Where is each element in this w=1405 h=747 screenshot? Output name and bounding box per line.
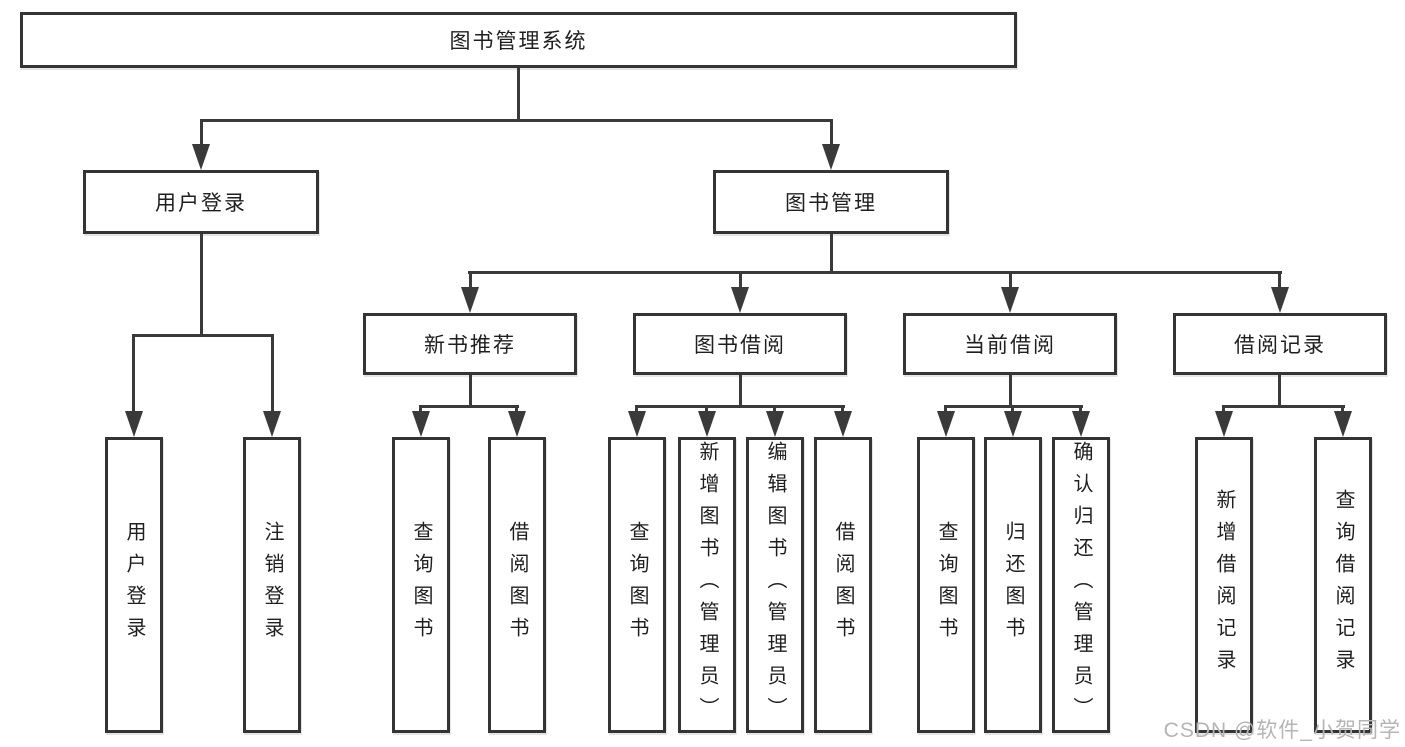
connector-user-login-horizontal — [132, 334, 274, 337]
arrow-down-icon — [822, 144, 840, 170]
arrow-down-icon — [192, 144, 210, 170]
arrow-down-icon — [698, 411, 716, 437]
node-label: 当前借阅 — [964, 334, 1056, 357]
arrow-down-icon — [1004, 411, 1022, 437]
arrow-down-icon — [731, 287, 749, 313]
node-current-borrowing: 当前借阅 — [903, 313, 1117, 375]
connector-stem-current-borrowing — [1009, 271, 1012, 290]
connector-root-drop — [517, 68, 520, 120]
connector-stem — [1079, 405, 1082, 414]
connector-stem — [841, 405, 844, 414]
connector-stem — [1222, 405, 1225, 414]
arrow-down-icon — [766, 411, 784, 437]
leaf-borrow-books-borrowing: 借阅图书 — [814, 437, 872, 733]
leaf-label: 新增借阅记录 — [1213, 489, 1235, 681]
leaf-query-books-recommend: 查询图书 — [392, 437, 450, 733]
arrow-down-icon — [937, 411, 955, 437]
connector-stem-book-borrowing — [739, 271, 742, 290]
leaf-add-borrow-record: 新增借阅记录 — [1195, 437, 1253, 733]
leaf-label: 确认归还（管理员） — [1070, 441, 1092, 729]
connector-stem — [1341, 405, 1344, 414]
arrow-down-icon — [1072, 411, 1090, 437]
node-label: 借阅记录 — [1234, 334, 1326, 357]
leaf-label: 查询借阅记录 — [1332, 489, 1354, 681]
node-label: 用户登录 — [155, 192, 247, 215]
node-book-borrowing: 图书借阅 — [633, 313, 847, 375]
connector-stem — [773, 405, 776, 414]
leaf-label: 借阅图书 — [506, 521, 528, 649]
leaf-user-login: 用户登录 — [105, 437, 163, 733]
leaf-label: 查询图书 — [410, 521, 432, 649]
connector-stem-leaf-user-login — [132, 334, 135, 414]
arrow-down-icon — [508, 411, 526, 437]
connector-stem-user-login — [200, 119, 203, 147]
leaf-label: 查询图书 — [626, 521, 648, 649]
connector-new-book-drop — [469, 375, 472, 407]
connector-current-borrowing-drop — [1009, 375, 1012, 407]
connector-stem — [635, 405, 638, 414]
leaf-label: 新增图书（管理员） — [696, 441, 718, 729]
node-new-book-recommendation: 新书推荐 — [363, 313, 577, 375]
connector-level3-horizontal — [468, 271, 1282, 274]
arrow-down-icon — [834, 411, 852, 437]
node-label: 新书推荐 — [424, 334, 516, 357]
arrow-down-icon — [628, 411, 646, 437]
node-label: 图书借阅 — [694, 334, 786, 357]
connector-book-borrowing-horizontal — [635, 405, 845, 408]
leaf-query-borrow-record: 查询借阅记录 — [1314, 437, 1372, 733]
connector-stem-leaf-logout — [271, 334, 274, 414]
leaf-label: 借阅图书 — [832, 521, 854, 649]
arrow-down-icon — [125, 411, 143, 437]
arrow-down-icon — [1215, 411, 1233, 437]
node-label: 图书管理 — [785, 192, 877, 215]
connector-stem-borrowing-records — [1278, 271, 1281, 290]
connector-stem — [944, 405, 947, 414]
csdn-watermark: CSDN @软件_小贺同学 — [1163, 719, 1401, 742]
connector-new-book-horizontal — [419, 405, 519, 408]
leaf-confirm-return-admin: 确认归还（管理员） — [1052, 437, 1110, 733]
connector-stem — [515, 405, 518, 414]
leaf-label: 注销登录 — [261, 521, 283, 649]
connector-stem-book-management — [830, 119, 833, 147]
leaf-label: 用户登录 — [123, 521, 145, 649]
node-book-management: 图书管理 — [713, 170, 949, 234]
arrow-down-icon — [263, 411, 281, 437]
connector-user-login-drop — [200, 234, 203, 335]
leaf-add-book-admin: 新增图书（管理员） — [678, 437, 736, 733]
connector-book-management-drop — [830, 234, 833, 274]
leaf-label: 查询图书 — [935, 521, 957, 649]
leaf-query-books-borrowing: 查询图书 — [608, 437, 666, 733]
connector-stem — [419, 405, 422, 414]
arrow-down-icon — [1334, 411, 1352, 437]
arrow-down-icon — [412, 411, 430, 437]
node-label: 图书管理系统 — [449, 30, 588, 53]
arrow-down-icon — [1271, 287, 1289, 313]
node-user-login: 用户登录 — [83, 170, 319, 234]
leaf-label: 编辑图书（管理员） — [764, 441, 786, 729]
connector-book-borrowing-drop — [739, 375, 742, 407]
leaf-logout: 注销登录 — [243, 437, 301, 733]
connector-stem-new-book — [469, 271, 472, 290]
leaf-edit-book-admin: 编辑图书（管理员） — [746, 437, 804, 733]
leaf-return-books: 归还图书 — [984, 437, 1042, 733]
leaf-query-books-current: 查询图书 — [917, 437, 975, 733]
connector-borrowing-records-horizontal — [1222, 405, 1345, 408]
arrow-down-icon — [1001, 287, 1019, 313]
leaf-borrow-books-recommend: 借阅图书 — [488, 437, 546, 733]
node-library-management-system: 图书管理系统 — [20, 12, 1017, 68]
arrow-down-icon — [461, 287, 479, 313]
connector-stem — [705, 405, 708, 414]
connector-borrowing-records-drop — [1278, 375, 1281, 407]
node-borrowing-records: 借阅记录 — [1173, 313, 1387, 375]
leaf-label: 归还图书 — [1002, 521, 1024, 649]
connector-level1-horizontal — [200, 119, 833, 122]
connector-stem — [1011, 405, 1014, 414]
